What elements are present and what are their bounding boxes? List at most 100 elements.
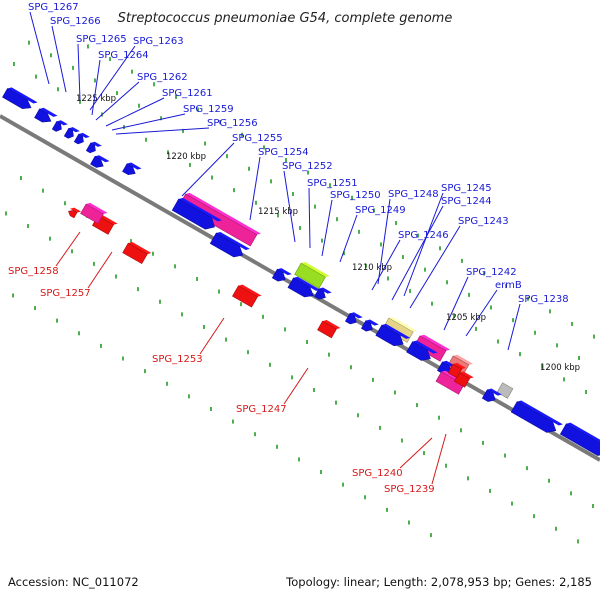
leader-line	[339, 214, 358, 263]
feature-top	[301, 262, 330, 278]
leader-line	[465, 289, 498, 337]
gene-label-spg-1263: SPG_1263	[133, 36, 184, 47]
feature-top	[78, 132, 90, 138]
feature-top	[381, 323, 411, 339]
cds-spg-1238	[496, 381, 518, 399]
feature-body	[51, 120, 62, 132]
feature-body	[34, 108, 52, 123]
leader-line	[371, 239, 401, 291]
feature-top	[365, 319, 379, 326]
feature-top	[487, 388, 502, 396]
feature-top	[412, 340, 438, 354]
leader-line	[377, 198, 391, 285]
gene-label-spg-1254: SPG_1254	[258, 147, 309, 158]
genome-stats-text: Topology: linear; Length: 2,078,953 bp; …	[285, 575, 592, 589]
feature-top	[277, 268, 292, 276]
gene-label-spg-1247: SPG_1247	[236, 404, 287, 415]
feature-body	[232, 285, 258, 308]
cds-spg-1235	[559, 422, 600, 456]
cds-spg-1252	[271, 268, 292, 282]
gene-label-spg-1265: SPG_1265	[76, 34, 127, 45]
leader-line	[431, 433, 447, 485]
cds-spg-1248	[345, 312, 363, 325]
feature-body	[209, 232, 244, 258]
gene-label-spg-1257: SPG_1257	[40, 288, 91, 299]
gene-label-spg-1253: SPG_1253	[152, 354, 203, 365]
feature-body	[447, 363, 463, 379]
feature-top	[97, 214, 118, 225]
feature-body	[361, 320, 373, 332]
cds-spg-1237	[481, 388, 502, 402]
feature-body	[80, 203, 104, 224]
feature-top	[293, 276, 321, 291]
gene-label-ermb: ermB	[495, 280, 522, 291]
leader-line	[55, 231, 81, 267]
leader-line	[115, 127, 210, 135]
feature-body	[559, 423, 600, 456]
gene-features	[2, 87, 600, 456]
cds-spg-1257b	[80, 202, 108, 224]
feature-body	[68, 210, 78, 219]
gene-label-spg-1245: SPG_1245	[441, 183, 492, 194]
feature-body	[317, 320, 337, 339]
cds-spg-1247	[317, 320, 341, 339]
cds-spg-1266	[34, 107, 58, 123]
feature-top	[90, 141, 102, 147]
cds-spg-1263	[73, 132, 90, 145]
gene-label-spg-1262: SPG_1262	[137, 72, 188, 83]
feature-body	[481, 389, 496, 402]
feature-top	[56, 120, 68, 126]
cds-small-red	[68, 207, 82, 219]
feature-body	[63, 127, 74, 139]
feature-top	[566, 422, 600, 449]
gene-label-spg-1267: SPG_1267	[28, 2, 79, 13]
feature-top	[419, 334, 451, 351]
tick-marks	[5, 40, 595, 544]
feature-top	[502, 381, 518, 389]
leader-line	[283, 170, 296, 243]
gene-label-spg-1255: SPG_1255	[232, 133, 283, 144]
cds-spg-1259	[122, 162, 142, 176]
gene-label-spg-1238: SPG_1238	[518, 294, 569, 305]
cds-spg-1267	[2, 87, 38, 109]
leader-line	[111, 113, 186, 131]
feature-top	[86, 202, 108, 214]
feature-top	[349, 312, 363, 319]
feature-body	[171, 198, 215, 230]
feature-top	[517, 400, 563, 426]
feature-body	[122, 163, 136, 176]
kbp-tick-label: 1210 kbp	[352, 263, 392, 273]
feature-body	[453, 372, 471, 388]
feature-body	[510, 401, 557, 433]
gene-label-spg-1243: SPG_1243	[458, 216, 509, 227]
kbp-tick-label: 1200 kbp	[540, 363, 580, 373]
gene-label-spg-1251: SPG_1251	[307, 178, 358, 189]
feature-top	[238, 284, 262, 297]
feature-top	[185, 192, 261, 235]
cds-spg-1242	[406, 340, 438, 361]
label-leader-lines	[29, 11, 521, 485]
cds-spg-1262	[85, 141, 102, 154]
feature-top	[7, 87, 38, 104]
leader-line	[199, 317, 225, 355]
kbp-tick-label: 1215 kbp	[258, 207, 298, 217]
kbp-tick-label: 1220 kbp	[166, 152, 206, 162]
cds-spg-1265	[51, 120, 68, 132]
cds-spg-1255	[171, 197, 222, 230]
feature-body	[122, 242, 148, 265]
gene-label-spg-1266: SPG_1266	[50, 16, 101, 27]
gene-label-spg-1239: SPG_1239	[384, 484, 435, 495]
feature-top	[453, 362, 466, 370]
leader-line	[77, 43, 81, 101]
leader-line	[308, 187, 311, 249]
gene-label-spg-1248: SPG_1248	[388, 189, 439, 200]
gene-label-spg-1244: SPG_1244	[441, 196, 492, 207]
leader-line	[91, 59, 101, 116]
cds-spg-1249	[314, 287, 332, 300]
feature-body	[2, 88, 32, 109]
feature-top	[459, 371, 474, 379]
feature-top	[70, 207, 82, 213]
